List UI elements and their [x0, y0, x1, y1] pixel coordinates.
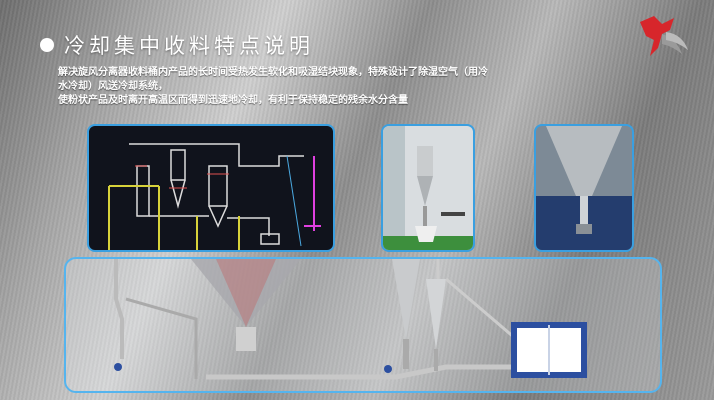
discharge-photo-icon: [536, 126, 632, 250]
cooling-system-icon: [114, 259, 587, 380]
discharge-photo: [534, 124, 634, 252]
cad-drawing-icon: [108, 143, 321, 250]
description-line: 使粉状产品及时离开高温区而得到迅速地冷却，有利于保持稳定的残余水分含量: [58, 95, 408, 106]
cad-drawing-image: [87, 124, 335, 252]
cyclone-photo-icon: [383, 126, 473, 250]
company-logo: [622, 14, 702, 60]
horse-logo-icon: [640, 16, 688, 56]
slide-title: 冷却集中收料特点说明: [40, 30, 314, 60]
slide-description: 解决旋风分离器收料桶内产品的长时间受热发生软化和吸湿结块现象，特殊设计了除湿空气…: [58, 66, 578, 108]
description-line: 水冷却）风送冷却系统，: [58, 81, 168, 92]
cyclone-photo: [381, 124, 475, 252]
system-illustration: [64, 257, 662, 393]
description-line: 解决旋风分离器收料桶内产品的长时间受热发生软化和吸湿结块现象，特殊设计了除湿空气…: [58, 67, 488, 78]
slide-title-text: 冷却集中收料特点说明: [64, 34, 314, 58]
bullet-icon: [40, 38, 54, 52]
